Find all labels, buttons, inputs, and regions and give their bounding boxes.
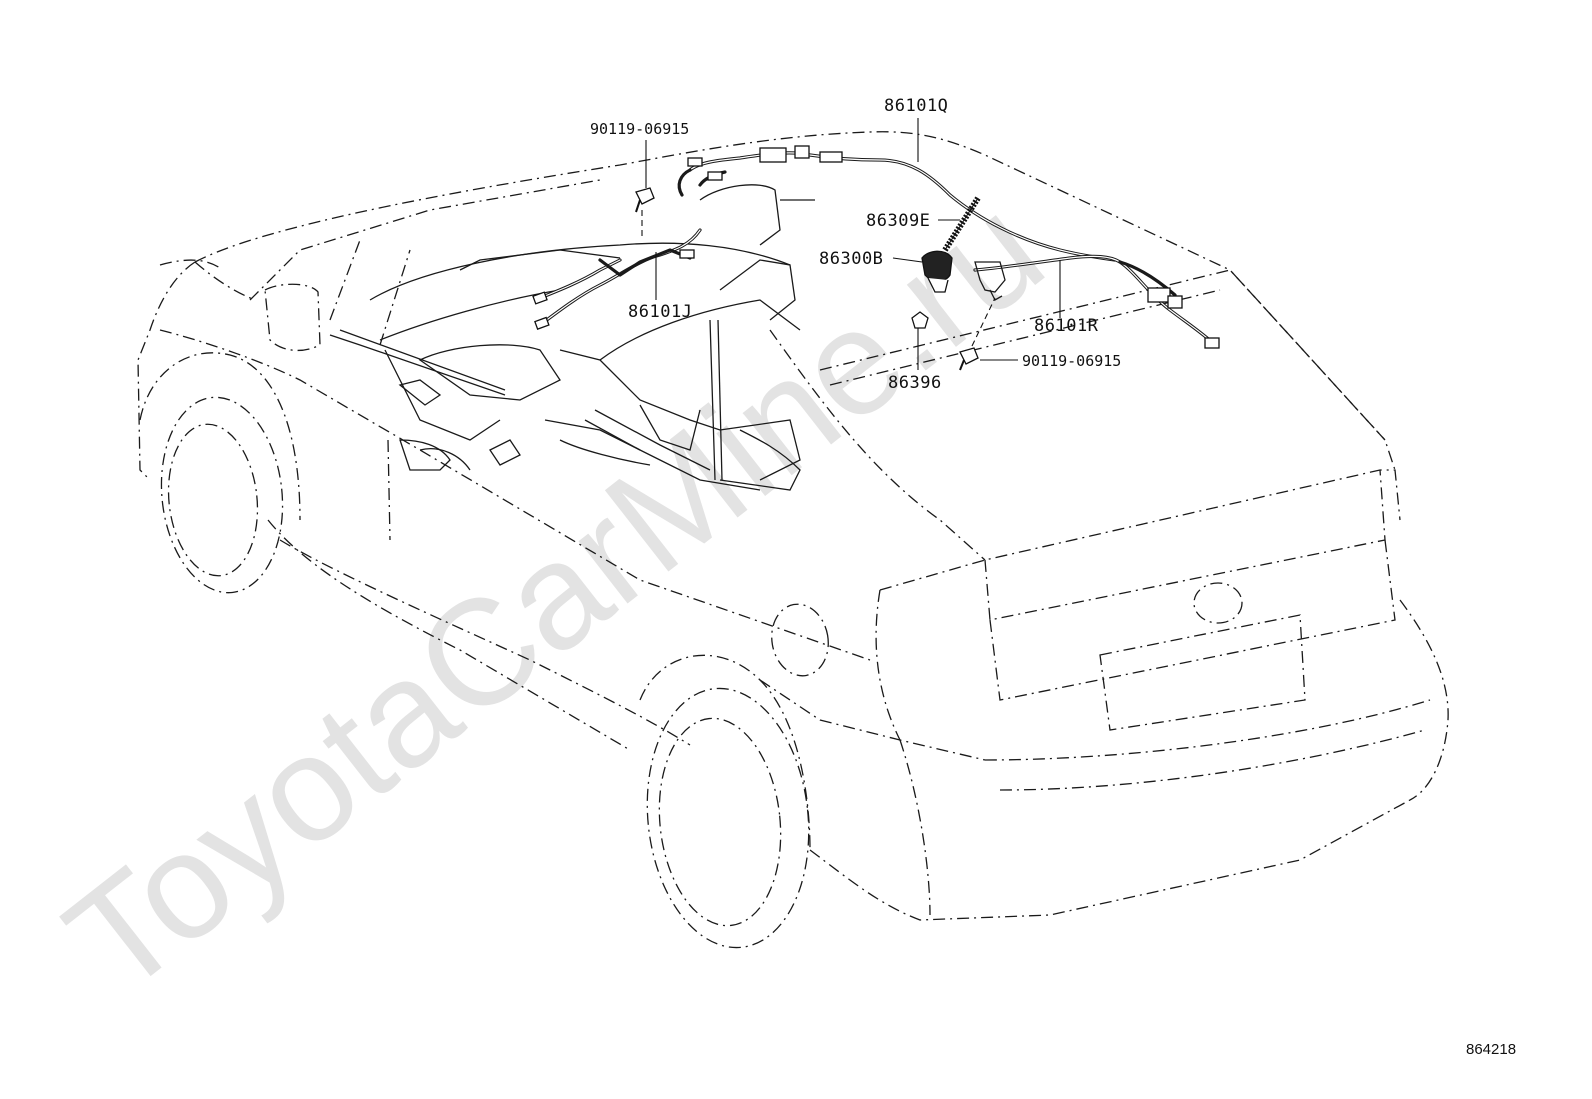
callout-90119-06915-right: 90119-06915 [1022,352,1121,370]
bolt-right-drawing [959,347,979,371]
antenna-rod-drawing [942,196,981,252]
harness-86101J-drawing [532,228,702,330]
harness-86101Q-drawing [677,145,1117,262]
diagram-id: 864218 [1466,1041,1516,1058]
callout-86396: 86396 [888,373,942,393]
dashboard-interior [329,184,815,541]
callout-86101J: 86101J [628,302,692,322]
callout-86309E: 86309E [866,211,930,231]
car-body-outline [137,131,1449,949]
callout-86101R: 86101R [1034,316,1099,336]
clip-drawing [911,311,929,329]
callout-86101Q: 86101Q [884,96,948,116]
leader-lines [641,118,1061,370]
callout-86300B: 86300B [819,249,883,269]
callout-90119-06915-top: 90119-06915 [590,120,689,138]
antenna-base-drawing [921,250,953,293]
harness-86101R-drawing [973,254,1220,349]
bolt-top-left-drawing [635,187,655,213]
